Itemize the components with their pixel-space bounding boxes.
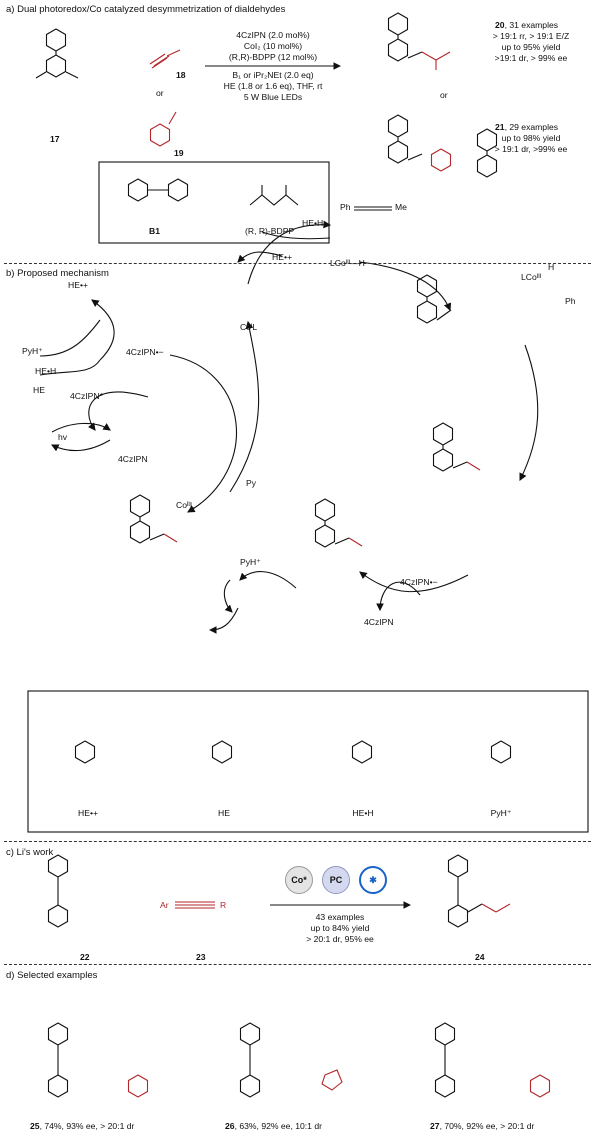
divider-a-b [4, 263, 591, 264]
section-a-title: a) Dual photoredox/Co catalyzed desymmet… [6, 4, 286, 15]
he-radical-cation-top: HE•+ [272, 252, 292, 262]
product-21-summary: 21, 29 examples [495, 122, 559, 132]
czipn-minus-left: 4CzIPN•− [126, 347, 164, 357]
product-20-structure [389, 13, 451, 70]
or-label-products: or [440, 90, 448, 100]
czipn-right: 4CzIPN [364, 617, 394, 627]
alkyne-18 [149, 49, 181, 69]
box-label-he-radical-cation: HE•+ [78, 808, 98, 818]
he-h-top: HE•H [302, 218, 324, 228]
czipn-minus-right: 4CzIPN•− [400, 577, 438, 587]
box-label-he: HE [218, 808, 230, 818]
c-condition-2: up to 84% yield [310, 923, 370, 933]
section-c-title: c) Li's work [6, 847, 54, 858]
py-label: Py [246, 478, 257, 488]
product-20-line-1: > 19:1 rr, > 19:1 E/Z [492, 31, 570, 41]
condition-1: 4CzIPN (2.0 mol%) [236, 30, 310, 40]
dialdehyde-22 [47, 854, 69, 928]
hantzsch-box [27, 690, 589, 833]
light-bulb-icon: ✱ [359, 866, 387, 894]
czipn-ground-left: 4CzIPN [118, 454, 148, 464]
condition-4: B₁ or iPr₂NEt (2.0 eq) [232, 70, 314, 80]
example-27-caption: 27, 70%, 92% ee, > 20:1 dr [430, 1121, 535, 1131]
condition-6: 5 W Blue LEDs [243, 92, 303, 102]
example-25-caption: 25, 74%, 93% ee, > 20:1 dr [30, 1121, 135, 1131]
or-label-reagent: or [156, 88, 164, 98]
aryl-iodide-19 [149, 111, 177, 147]
czipn-star: 4CzIPN* [70, 391, 103, 401]
dialdehyde-17 [35, 29, 79, 79]
product-24-structure [447, 854, 511, 928]
c-condition-3: > 20:1 dr, 95% ee [306, 934, 374, 944]
photocatalyst-icon: PC [322, 866, 350, 894]
compound-17-label: 17 [50, 134, 60, 144]
condition-5: HE (1.8 or 1.6 eq), THF, rt [223, 81, 323, 91]
divider-b-c [4, 841, 591, 842]
b1-structure [127, 178, 189, 202]
product-20-line-2: up to 95% yield [501, 42, 561, 52]
section-b-title: b) Proposed mechanism [6, 268, 109, 279]
divider-c-d [4, 964, 591, 965]
product-21-line-2: > 19:1 dr, >99% ee [494, 144, 568, 154]
product-21-line-1: up to 98% yield [501, 133, 561, 143]
he-h-left: HE•H [35, 366, 57, 376]
section-d-title: d) Selected examples [6, 970, 98, 981]
box-label-pyh: PyH⁺ [490, 808, 512, 818]
he-radical-cation-left: HE•+ [68, 280, 88, 290]
photoredox-cycle [39, 299, 149, 452]
example-27-structure [434, 1022, 551, 1098]
lco-iii-label: LCoᴵᴵᴵ [521, 272, 542, 282]
alkyne-23 [175, 901, 215, 909]
alkyne-ar-label: Ar [160, 900, 169, 910]
ph-alkyne-label: Ph [340, 202, 351, 212]
example-26-caption: 26, 63%, 92% ee, 10:1 dr [225, 1121, 322, 1131]
cobalt-cycle [169, 220, 539, 634]
example-26-structure [239, 1022, 343, 1098]
ph-intermediate-label: Ph [565, 296, 576, 306]
c-condition-1: 43 examples [315, 912, 365, 922]
b1-label: B1 [149, 226, 160, 236]
product-20-summary: 20, 31 examples [495, 20, 559, 30]
example-25-structure [47, 1022, 149, 1098]
lco-h-label: LCoᴵᴵᴵ—H [330, 258, 365, 268]
hydride-arrows [376, 581, 421, 612]
bdpp-structure [249, 185, 299, 206]
co-ii-label: CoᴵᴵL [176, 500, 195, 510]
condition-3: (R,R)-BDPP (12 mol%) [228, 52, 318, 62]
cobalt-catalyst-icon: Co* [285, 866, 313, 894]
pyh-center: PyH⁺ [240, 557, 261, 567]
product-21-structure [389, 115, 452, 172]
hantzsch-structures [74, 740, 512, 764]
condition-2: CoI₂ (10 mol%) [243, 41, 303, 51]
alkyne-r-label: R [220, 900, 227, 910]
me-alkyne-label: Me [395, 202, 407, 212]
compound-22-label: 22 [80, 952, 90, 962]
catalyst-box-a [98, 161, 330, 244]
bdpp-label: (R, R)-BDPP [245, 226, 295, 236]
compound-19-label: 19 [174, 148, 184, 158]
pyh-left: PyH⁺ [22, 346, 43, 356]
box-label-he-h: HE•H [352, 808, 374, 818]
mechanism-structures [131, 129, 497, 547]
h-intermediate-label: H [548, 262, 555, 272]
product-20-line-3: >19:1 dr, > 99% ee [494, 53, 568, 63]
he-left: HE [33, 385, 45, 395]
compound-24-label: 24 [475, 952, 485, 962]
compound-23-label: 23 [196, 952, 206, 962]
compound-18-label: 18 [176, 70, 186, 80]
co-i-label: CoᴵL [240, 322, 258, 332]
hv-label: hv [58, 432, 68, 442]
